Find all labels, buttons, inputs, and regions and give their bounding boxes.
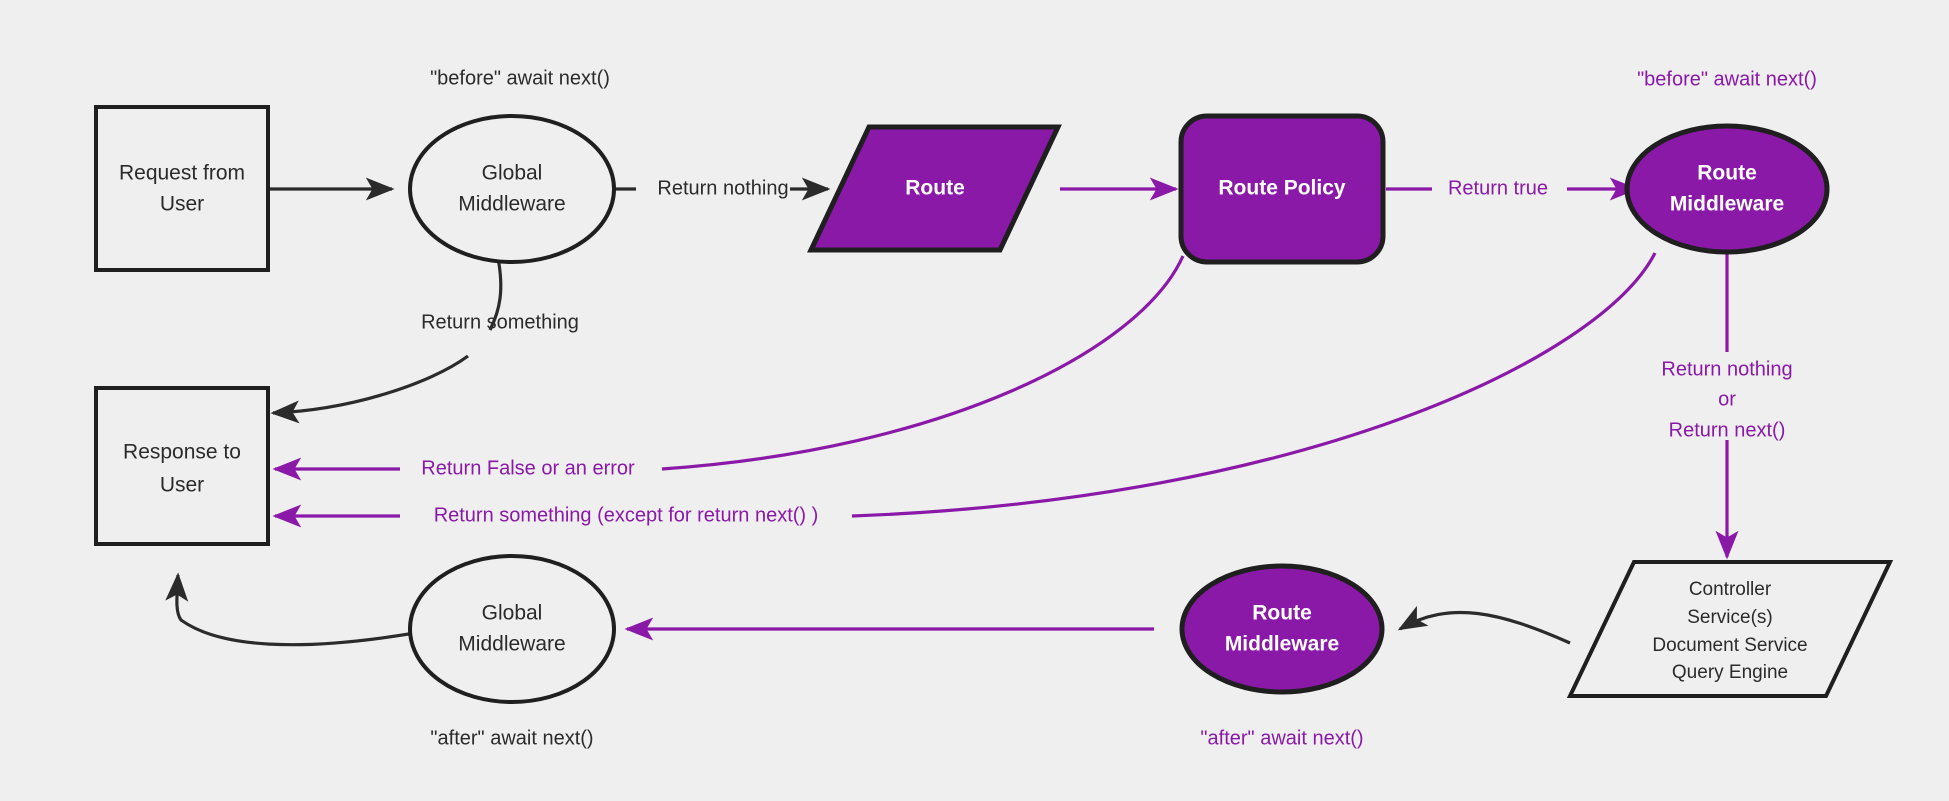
edge-label-return-true: Return true [1448,177,1548,199]
node-response-label-line2: User [160,474,204,497]
node-route-policy[interactable] [1178,113,1386,265]
annotation-before-await-next-global: "before" await next() [430,67,610,89]
node-controller-label-line1: Controller [1689,579,1772,600]
node-global-middleware-bottom-label-line2: Middleware [458,633,565,656]
node-response-to-user[interactable] [94,386,270,546]
node-route-middleware-bottom-label-line1: Route [1252,602,1312,625]
node-route-middleware-top-label-line2: Middleware [1670,193,1784,216]
edge-label-return-something-except: Return something (except for return next… [434,504,819,526]
edge-label-return-false-or-error: Return False or an error [421,457,635,479]
node-global-middleware-top-label-line1: Global [482,162,543,185]
node-controller-label-line2: Service(s) [1687,607,1773,628]
annotation-before-await-next-route-middleware: "before" await next() [1637,68,1817,90]
node-request-label-line2: User [160,193,204,216]
edge-controller-to-route-middleware-bottom [1397,605,1571,645]
edge-route-policy-return-false-curve [661,255,1185,471]
node-controller-label-line3: Document Service [1652,635,1807,656]
annotation-after-await-next-global: "after" await next() [430,727,593,749]
node-global-middleware-bottom[interactable] [408,554,616,704]
edge-route-middleware-return-something-curve [851,252,1657,518]
edge-global-middleware-return-something-upper [488,257,503,331]
node-global-middleware-bottom-label-line1: Global [482,602,543,625]
node-controller-services[interactable] [1566,560,1894,698]
node-request-label-line1: Request from [119,162,245,185]
edge-label-route-middleware-out-line3: Return next() [1669,419,1786,441]
node-response-label-line1: Response to [123,441,241,464]
node-route-policy-label: Route Policy [1218,177,1346,200]
node-controller-label-line4: Query Engine [1672,662,1788,683]
node-global-middleware-top-label-line2: Middleware [458,193,565,216]
node-route-middleware-top[interactable] [1624,123,1830,255]
node-request-from-user[interactable] [94,105,270,272]
edge-label-return-something: Return something [421,311,579,333]
edge-label-route-middleware-out-line1: Return nothing [1661,358,1792,380]
edge-label-return-nothing: Return nothing [657,177,788,199]
edge-label-route-middleware-out-line2: or [1718,388,1736,410]
edge-global-middleware-return-something-lower [270,354,469,424]
node-route-middleware-bottom[interactable] [1179,563,1385,695]
node-route-middleware-bottom-label-line2: Middleware [1225,633,1339,656]
node-route[interactable] [807,124,1062,253]
annotation-after-await-next-route-middleware: "after" await next() [1200,727,1363,749]
edge-global-middleware-bottom-to-response [165,572,416,647]
node-route-label: Route [905,177,965,200]
node-route-middleware-top-label-line1: Route [1697,162,1757,185]
node-global-middleware-top[interactable] [408,114,616,264]
